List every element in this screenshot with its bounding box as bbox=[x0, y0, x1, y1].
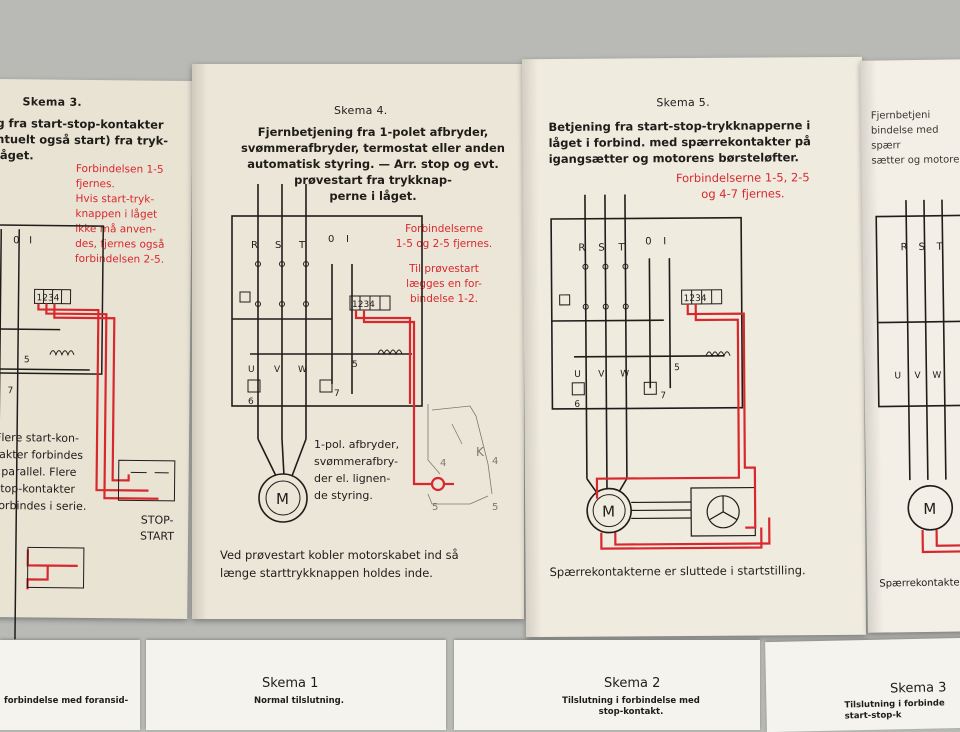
pencil-mark-3: 4 bbox=[492, 456, 498, 467]
skema-4-diagram: R S T 0 I 1234 U V W 5 6 7 M bbox=[192, 64, 524, 619]
skema-3-terminal-7: 7 bbox=[8, 386, 14, 396]
skema-4-footer: Ved prøvestart kobler motorskabet ind så… bbox=[220, 546, 459, 582]
brush-lifter-icon bbox=[631, 488, 755, 537]
skema-3-terminal-strip: 1234 bbox=[36, 293, 59, 303]
bottom-sheet-skema-1: Skema 1 Normal tilslutning. bbox=[146, 640, 446, 730]
skema-5-switch-o: 0 bbox=[645, 236, 651, 247]
panel-skema-3: Skema 3. g fra start-stop-kontakter ntue… bbox=[0, 79, 193, 619]
skema-6-output-u: U bbox=[894, 371, 901, 381]
skema-4-output-v: V bbox=[274, 365, 281, 375]
skema-6-phase-t: T bbox=[936, 242, 944, 253]
skema-5-diagram: R S T 0 I 1234 U V W 5 6 7 M bbox=[522, 57, 866, 637]
skema-6-phase-s: S bbox=[919, 242, 926, 253]
pencil-mark-2: 5 bbox=[432, 502, 438, 513]
stop-start-label: STOP- START bbox=[140, 513, 174, 545]
skema-4-side-note: 1-pol. afbryder, svømmerafbry- der el. l… bbox=[314, 436, 399, 504]
skema-5-terminal-7: 7 bbox=[660, 391, 666, 401]
skema-4-output-w: W bbox=[298, 365, 307, 375]
panel-skema-6: Fjernbetjeni bindelse med spærr sætter o… bbox=[860, 59, 960, 632]
skema-3-terminal-5: 5 bbox=[24, 355, 30, 365]
skema-5-footer: Spærrekontakterne er sluttede i startsti… bbox=[550, 563, 806, 580]
skema-6-footer: Spærrekontakterr bbox=[879, 575, 960, 591]
skema-5-terminal-strip: 1234 bbox=[684, 294, 707, 304]
skema-4-terminal-5: 5 bbox=[352, 360, 358, 370]
skema-3-switch-i: I bbox=[29, 235, 32, 246]
skema-6-output-w: W bbox=[932, 371, 941, 381]
skema-5-phase-s: S bbox=[598, 243, 604, 254]
skema-6-motor-icon: M bbox=[908, 486, 953, 531]
panel-skema-4: Skema 4. Fjernbetjening fra 1-polet afbr… bbox=[192, 64, 524, 619]
skema-4-motor-label: M bbox=[276, 490, 289, 508]
skema-4-switch-o: 0 bbox=[328, 234, 334, 245]
skema-5-output-v: V bbox=[598, 370, 605, 380]
panel-skema-5: Skema 5. Betjening fra start-stop-trykkn… bbox=[522, 57, 866, 637]
bottom-skema-1-title: Skema 1 bbox=[262, 676, 318, 691]
skema-4-switch-i: I bbox=[346, 234, 349, 245]
skema-4-terminal-strip: 1234 bbox=[352, 300, 375, 310]
skema-5-switch-i: I bbox=[663, 236, 666, 247]
pencil-mark-1: 4 bbox=[440, 458, 446, 469]
bottom-skema-3-sub: Tilslutning i forbinde start-stop-k bbox=[844, 698, 960, 723]
skema-6-output-v: V bbox=[914, 371, 921, 381]
skema-4-phase-r: R bbox=[251, 240, 258, 251]
pencil-mark-5: K bbox=[476, 445, 485, 459]
skema-5-output-u: U bbox=[574, 370, 581, 380]
skema-5-motor-icon: M bbox=[587, 488, 631, 532]
skema-4-terminal-7: 7 bbox=[334, 389, 340, 399]
skema-4-terminal-6: 6 bbox=[248, 397, 254, 407]
bottom-left-caption: forbindelse med foransid- bbox=[4, 696, 128, 707]
bottom-skema-3-title: Skema 3 bbox=[890, 680, 947, 696]
skema-4-phase-s: S bbox=[275, 240, 281, 251]
skema-4-motor-icon: M bbox=[259, 474, 307, 522]
bottom-sheet-left: forbindelse med foransid- bbox=[0, 640, 140, 730]
skema-6-motor-label: M bbox=[923, 500, 936, 518]
skema-5-output-w: W bbox=[620, 369, 629, 379]
skema-6-red-wiring bbox=[923, 529, 960, 552]
skema-3-switch-o: 0 bbox=[13, 235, 19, 246]
bottom-sheet-skema-2: Skema 2 Tilslutning i forbindelse med st… bbox=[454, 640, 760, 730]
skema-5-terminal-6: 6 bbox=[574, 400, 580, 410]
pencil-mark-4: 5 bbox=[492, 502, 498, 513]
bottom-sheet-skema-3: Skema 3 Tilslutning i forbinde start-sto… bbox=[765, 638, 960, 732]
skema-6-diagram: R S T U V W M bbox=[860, 59, 960, 632]
bottom-skema-2-sub: Tilslutning i forbindelse med stop-konta… bbox=[546, 696, 716, 718]
skema-5-phase-t: T bbox=[617, 242, 625, 253]
skema-5-phase-r: R bbox=[578, 243, 585, 254]
bottom-skema-1-sub: Normal tilslutning. bbox=[244, 696, 354, 707]
skema-5-motor-label: M bbox=[602, 503, 615, 521]
skema-3-side-note: Flere start-kon- takter forbindes i para… bbox=[0, 429, 87, 515]
skema-4-phase-t: T bbox=[298, 240, 306, 251]
skema-4-output-u: U bbox=[248, 365, 255, 375]
skema-6-phase-r: R bbox=[901, 242, 908, 253]
skema-3-coil-icon bbox=[50, 351, 74, 355]
bottom-skema-2-title: Skema 2 bbox=[604, 676, 660, 691]
skema-5-terminal-5: 5 bbox=[674, 363, 680, 373]
